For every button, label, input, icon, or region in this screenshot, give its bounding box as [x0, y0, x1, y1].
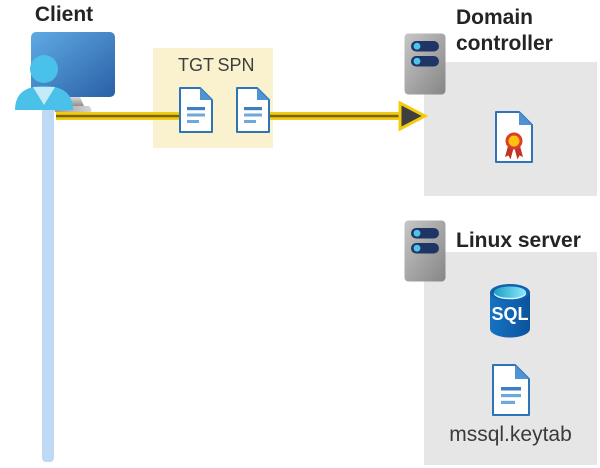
- sql-database-icon: SQL: [490, 284, 530, 338]
- sql-badge-label: SQL: [491, 304, 528, 324]
- keytab-filename-label: mssql.keytab: [449, 423, 572, 446]
- server-icon: [404, 33, 446, 95]
- certificate-icon: [495, 111, 533, 163]
- spn-label: SPN: [217, 55, 255, 75]
- linux-server-title: Linux server: [456, 229, 581, 252]
- user-icon: [15, 55, 73, 110]
- domain-controller-title: Domain controller: [456, 6, 553, 55]
- client-connection-line: [42, 99, 54, 462]
- keytab-document-icon: [492, 364, 530, 416]
- client-title: Client: [34, 3, 94, 26]
- server-icon: [404, 220, 446, 282]
- tgt-label: TGT: [178, 55, 214, 75]
- tgt-document-icon: [179, 87, 213, 133]
- spn-document-icon: [236, 87, 270, 133]
- auth-request-arrow-icon: [56, 101, 428, 131]
